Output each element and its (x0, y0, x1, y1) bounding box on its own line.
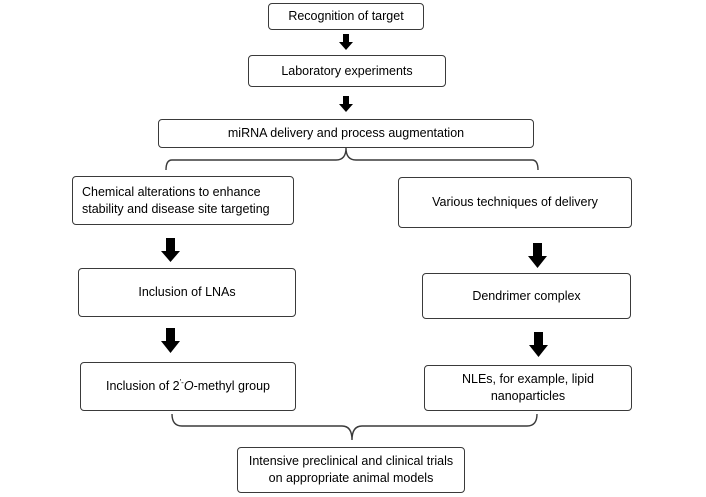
arrow-lab-to-mirna (339, 96, 353, 112)
branch-bracket (165, 147, 539, 171)
lna-box: Inclusion of LNAs (78, 268, 296, 317)
arrow-dendrimer-to-nle (529, 332, 548, 357)
mirna-delivery-box: miRNA delivery and process augmentation (158, 119, 534, 148)
nle-line2: nanoparticles (490, 389, 566, 403)
dendrimer-box: Dendrimer complex (422, 273, 631, 319)
lab-experiments-label: Laboratory experiments (281, 63, 413, 78)
lab-experiments-box: Laboratory experiments (248, 55, 446, 87)
arrow-recognition-to-lab (339, 34, 353, 50)
delivery-techniques-label: Various techniques of delivery (432, 195, 598, 210)
recognition-box: Recognition of target (268, 3, 424, 30)
arrow-lna-to-methyl (161, 328, 180, 353)
lna-label: Inclusion of LNAs (138, 285, 236, 300)
arrow-techniques-to-dendrimer (528, 243, 547, 268)
chemical-alterations-line2: stability and disease site targeting (82, 201, 270, 216)
delivery-techniques-box: Various techniques of delivery (398, 177, 632, 228)
dendrimer-label: Dendrimer complex (472, 288, 581, 303)
clinical-trials-box: Intensive preclinical and clinical trial… (237, 447, 465, 493)
clinical-trials-line2: on appropriate animal models (268, 471, 434, 485)
nle-box: NLEs, for example, lipid nanoparticles (424, 365, 632, 411)
arrows (161, 34, 548, 357)
nle-line1: NLEs, for example, lipid (461, 372, 594, 387)
methyl-group-box: Inclusion of 2'-O-methyl group (80, 362, 296, 411)
clinical-trials-line1: Intensive preclinical and clinical trial… (248, 454, 454, 469)
brackets (165, 147, 539, 441)
methyl-suffix: -methyl group (193, 379, 271, 394)
recognition-label: Recognition of target (288, 9, 404, 24)
methyl-italic-o: O (183, 379, 194, 394)
methyl-group-label: Inclusion of 2'-O-methyl group (106, 378, 270, 395)
chemical-alterations-line1: Chemical alterations to enhance (82, 184, 261, 199)
methyl-prime: '- (179, 377, 184, 387)
chemical-alterations-box: Chemical alterations to enhance stabilit… (72, 176, 294, 225)
methyl-prefix: Inclusion of 2 (105, 379, 180, 394)
merge-bracket (171, 413, 538, 441)
arrow-chemical-to-lna (161, 238, 180, 262)
mirna-delivery-label: miRNA delivery and process augmentation (227, 126, 465, 141)
